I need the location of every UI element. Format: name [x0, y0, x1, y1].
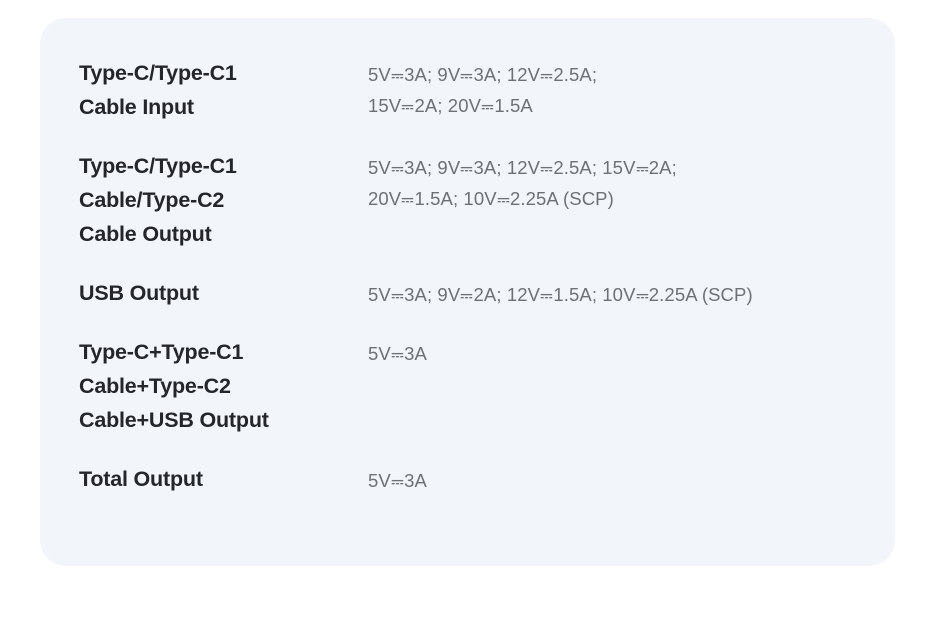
spec-label: USB Output: [79, 281, 199, 305]
spec-label: Type-C/Type-C1 Cable Input: [79, 61, 237, 119]
dc-current-icon: [636, 290, 649, 301]
dc-current-icon: [540, 290, 553, 301]
dc-current-icon: [401, 194, 414, 205]
dc-current-icon: [391, 349, 404, 360]
dc-current-icon: [497, 194, 510, 205]
dc-current-icon: [391, 290, 404, 301]
table-row: Type-C/Type-C1 Cable/Type-C2 Cable Outpu…: [79, 149, 877, 251]
dc-current-icon: [540, 70, 553, 81]
dc-current-icon: [391, 476, 404, 487]
dc-current-icon: [401, 101, 414, 112]
table-row: Type-C+Type-C1 Cable+Type-C2 Cable+USB O…: [79, 335, 877, 437]
dc-current-icon: [460, 70, 473, 81]
dc-current-icon: [460, 163, 473, 174]
dc-current-icon: [391, 163, 404, 174]
spec-label: Type-C+Type-C1 Cable+Type-C2 Cable+USB O…: [79, 340, 269, 432]
spec-label: Total Output: [79, 467, 203, 491]
dc-current-icon: [460, 290, 473, 301]
dc-current-icon: [540, 163, 553, 174]
spec-label: Type-C/Type-C1 Cable/Type-C2 Cable Outpu…: [79, 154, 237, 246]
dc-current-icon: [636, 163, 649, 174]
dc-current-icon: [391, 70, 404, 81]
dc-current-icon: [481, 101, 494, 112]
